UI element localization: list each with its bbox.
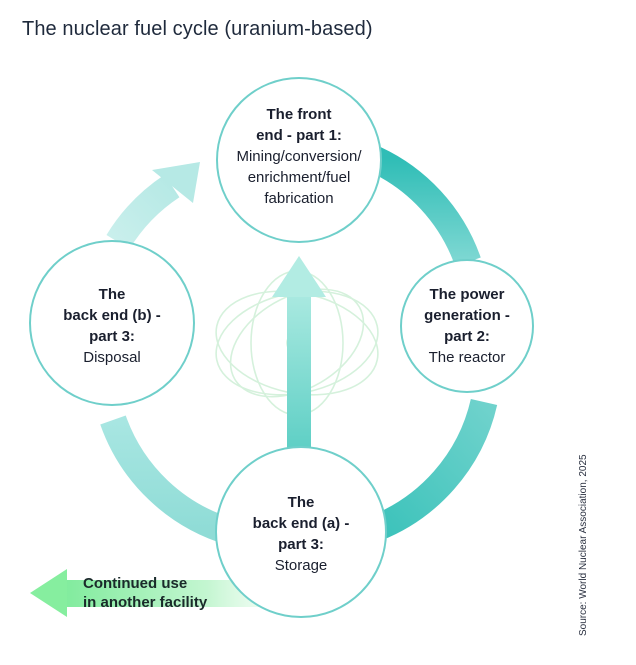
node-front-end: The front end - part 1: Mining/conversio… (219, 104, 379, 209)
node-front-end-heading-2: end - part 1: (256, 127, 342, 144)
node-front-end-line-3: fabrication (264, 190, 334, 207)
node-back-end-b: The back end (b) - part 3: Disposal (42, 284, 182, 368)
node-front-end-heading-1: The front (266, 106, 332, 123)
node-back-end-b-line-1: Disposal (83, 349, 141, 366)
node-front-end-line-2: enrichment/fuel (247, 169, 351, 186)
source-note: Source: World Nuclear Association, 2025 (578, 454, 589, 636)
node-back-end-a-heading-1: The (287, 494, 315, 511)
node-power-heading-2: generation - (424, 307, 510, 324)
continued-use-line-2: in another facility (83, 594, 208, 611)
arc-power-to-storage (366, 398, 498, 543)
center-arrow (272, 256, 326, 450)
node-back-end-a: The back end (a) - part 3: Storage (231, 492, 371, 576)
arc-storage-to-disposal (100, 415, 236, 545)
arc-front-to-power (366, 145, 481, 267)
node-back-end-b-heading-2: back end (b) - (63, 307, 161, 324)
node-back-end-a-heading-2: back end (a) - (252, 515, 350, 532)
page-title: The nuclear fuel cycle (uranium-based) (22, 18, 373, 40)
node-front-end-line-1: Mining/conversion/ (236, 148, 362, 165)
node-power-line-1: The reactor (428, 349, 506, 366)
circle-back-end-a (215, 446, 387, 618)
node-back-end-b-heading-3: part 3: (89, 328, 135, 345)
circle-back-end-b (29, 240, 195, 406)
continued-use-label: Continued use in another facility (83, 574, 207, 612)
node-power-heading-1: The power (429, 286, 505, 303)
arc-arrowhead (152, 162, 200, 203)
continued-use-line-1: Continued use (83, 575, 188, 592)
node-back-end-a-heading-3: part 3: (278, 536, 324, 553)
node-back-end-b-heading-1: The (98, 286, 126, 303)
circle-front-end (216, 77, 382, 243)
node-power: The power generation - part 2: The react… (402, 284, 532, 368)
node-power-heading-3: part 2: (444, 328, 490, 345)
node-back-end-a-line-1: Storage (274, 557, 328, 574)
circle-power (400, 259, 534, 393)
arc-disposal-to-front (106, 174, 180, 250)
